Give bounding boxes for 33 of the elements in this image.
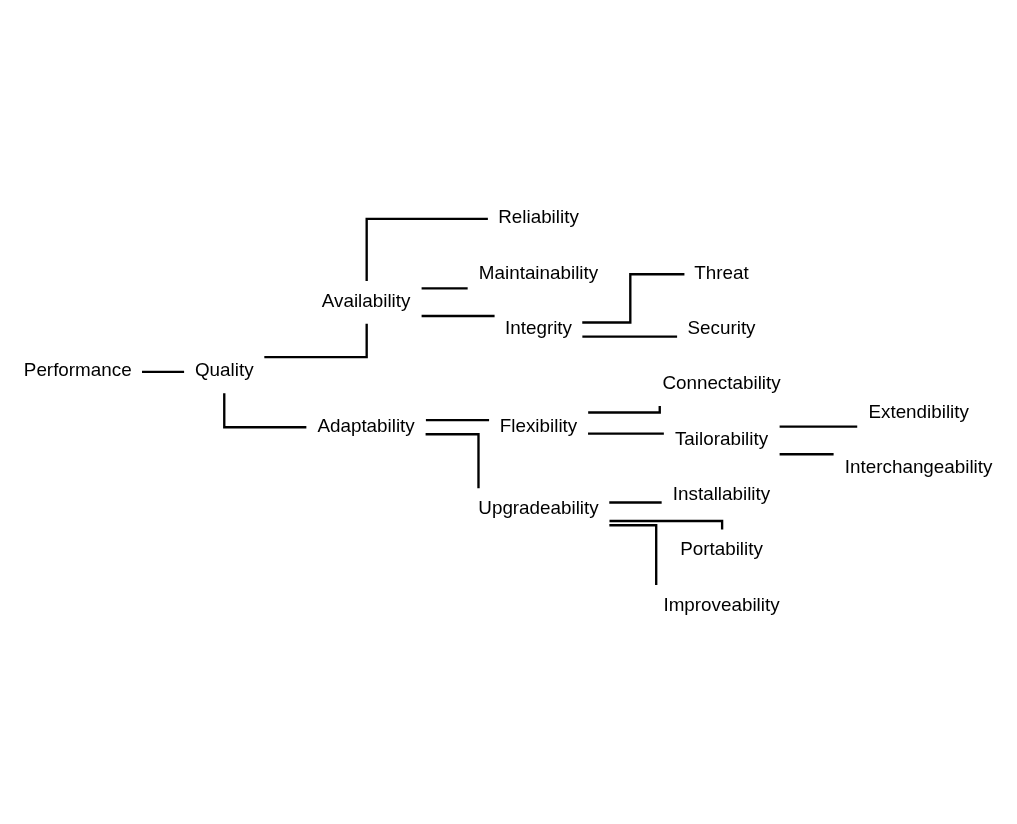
connector [588, 432, 664, 435]
node-text: Maintainability [478, 261, 599, 283]
node-text: Quality [194, 358, 254, 380]
connector [609, 500, 662, 504]
connector [421, 314, 495, 317]
node-text: Tailorability [674, 427, 769, 449]
node-text: Flexibility [499, 414, 578, 436]
node-text: Connectability [662, 371, 781, 393]
node-text: Interchangeability [844, 455, 993, 477]
connector [421, 286, 468, 289]
node-text: Integrity [505, 316, 572, 338]
connector [365, 217, 488, 281]
node-text: Portability [680, 537, 763, 559]
connector [425, 418, 490, 421]
node-text: Upgradeability [478, 496, 599, 518]
node-text: Improveability [663, 593, 780, 615]
connector [582, 334, 678, 338]
connector [779, 424, 858, 428]
connector [264, 323, 368, 358]
node-text: Extendibility [868, 400, 969, 422]
connector [779, 452, 834, 455]
node-text: Security [687, 316, 756, 338]
node-text: Threat [694, 261, 749, 283]
node-text: Availability [321, 289, 411, 311]
connector [425, 432, 480, 488]
connector [223, 392, 307, 428]
connector [142, 370, 185, 373]
node-text: Reliability [498, 205, 579, 227]
node-text: Installability [672, 482, 771, 504]
node-text: Performance [23, 358, 132, 380]
node-text: Adaptability [317, 414, 415, 436]
connector [582, 272, 685, 324]
connector [609, 523, 658, 585]
